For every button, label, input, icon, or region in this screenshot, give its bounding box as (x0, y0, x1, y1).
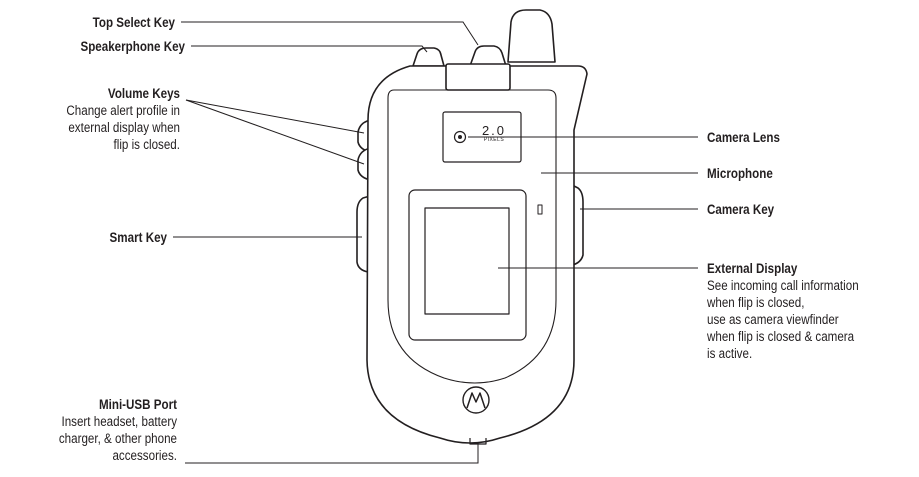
label-title: Camera Key (707, 202, 775, 217)
label-microphone: Microphone (707, 165, 879, 182)
external-display-screen (424, 207, 510, 315)
label-title: Mini-USB Port (98, 397, 177, 412)
hinge-block (445, 63, 511, 91)
label-volume-keys: Volume Keys Change alert profile in exte… (0, 85, 180, 153)
label-title: Top Select Key (92, 15, 175, 30)
label-title: Camera Lens (707, 130, 780, 145)
label-title: Smart Key (109, 230, 167, 245)
label-desc-line: when flip is closed & camera (707, 329, 855, 344)
leader-mini-usb-port (185, 442, 479, 464)
label-camera-key: Camera Key (707, 201, 879, 218)
label-desc-line: Insert headset, battery (61, 414, 177, 429)
inner-bezel (387, 89, 557, 384)
label-desc-line: accessories. (112, 448, 177, 463)
leader-speakerphone-key (191, 45, 428, 53)
label-title: Volume Keys (107, 86, 180, 101)
label-camera-lens: Camera Lens (707, 129, 879, 146)
label-title: External Display (707, 261, 798, 276)
label-title: Microphone (707, 166, 773, 181)
lens-badge-main: 2.0 (481, 123, 507, 138)
speakerphone-key-shape (412, 47, 445, 67)
label-title: Speakerphone Key (80, 39, 185, 54)
lens-badge-unit: PIXELS (483, 137, 505, 143)
label-external-display: External Display See incoming call infor… (707, 260, 913, 362)
label-desc-line: use as camera viewfinder (707, 312, 839, 327)
leader-volume-keys-2 (185, 99, 365, 165)
leader-volume-keys-1 (185, 99, 365, 134)
label-desc-line: flip is closed. (113, 137, 180, 152)
label-speakerphone-key: Speakerphone Key (0, 38, 185, 55)
label-desc-line: is active. (707, 346, 753, 361)
label-mini-usb-port: Mini-USB Port Insert headset, battery ch… (0, 396, 177, 464)
antenna (507, 9, 556, 63)
label-desc-line: charger, & other phone (58, 431, 177, 446)
label-desc-line: when flip is closed, (707, 295, 805, 310)
leader-top-select-key (181, 21, 479, 46)
label-top-select-key: Top Select Key (3, 14, 175, 31)
label-desc-line: See incoming call information (707, 278, 859, 293)
lens-badge: 2.0 PIXELS (474, 124, 514, 144)
label-desc-line: external display when (68, 120, 180, 135)
motorola-logo-icon (462, 386, 490, 414)
label-smart-key: Smart Key (0, 229, 167, 246)
microphone-slot (537, 204, 543, 215)
top-select-key-shape (469, 45, 507, 67)
label-desc-line: Change alert profile in (66, 103, 180, 118)
